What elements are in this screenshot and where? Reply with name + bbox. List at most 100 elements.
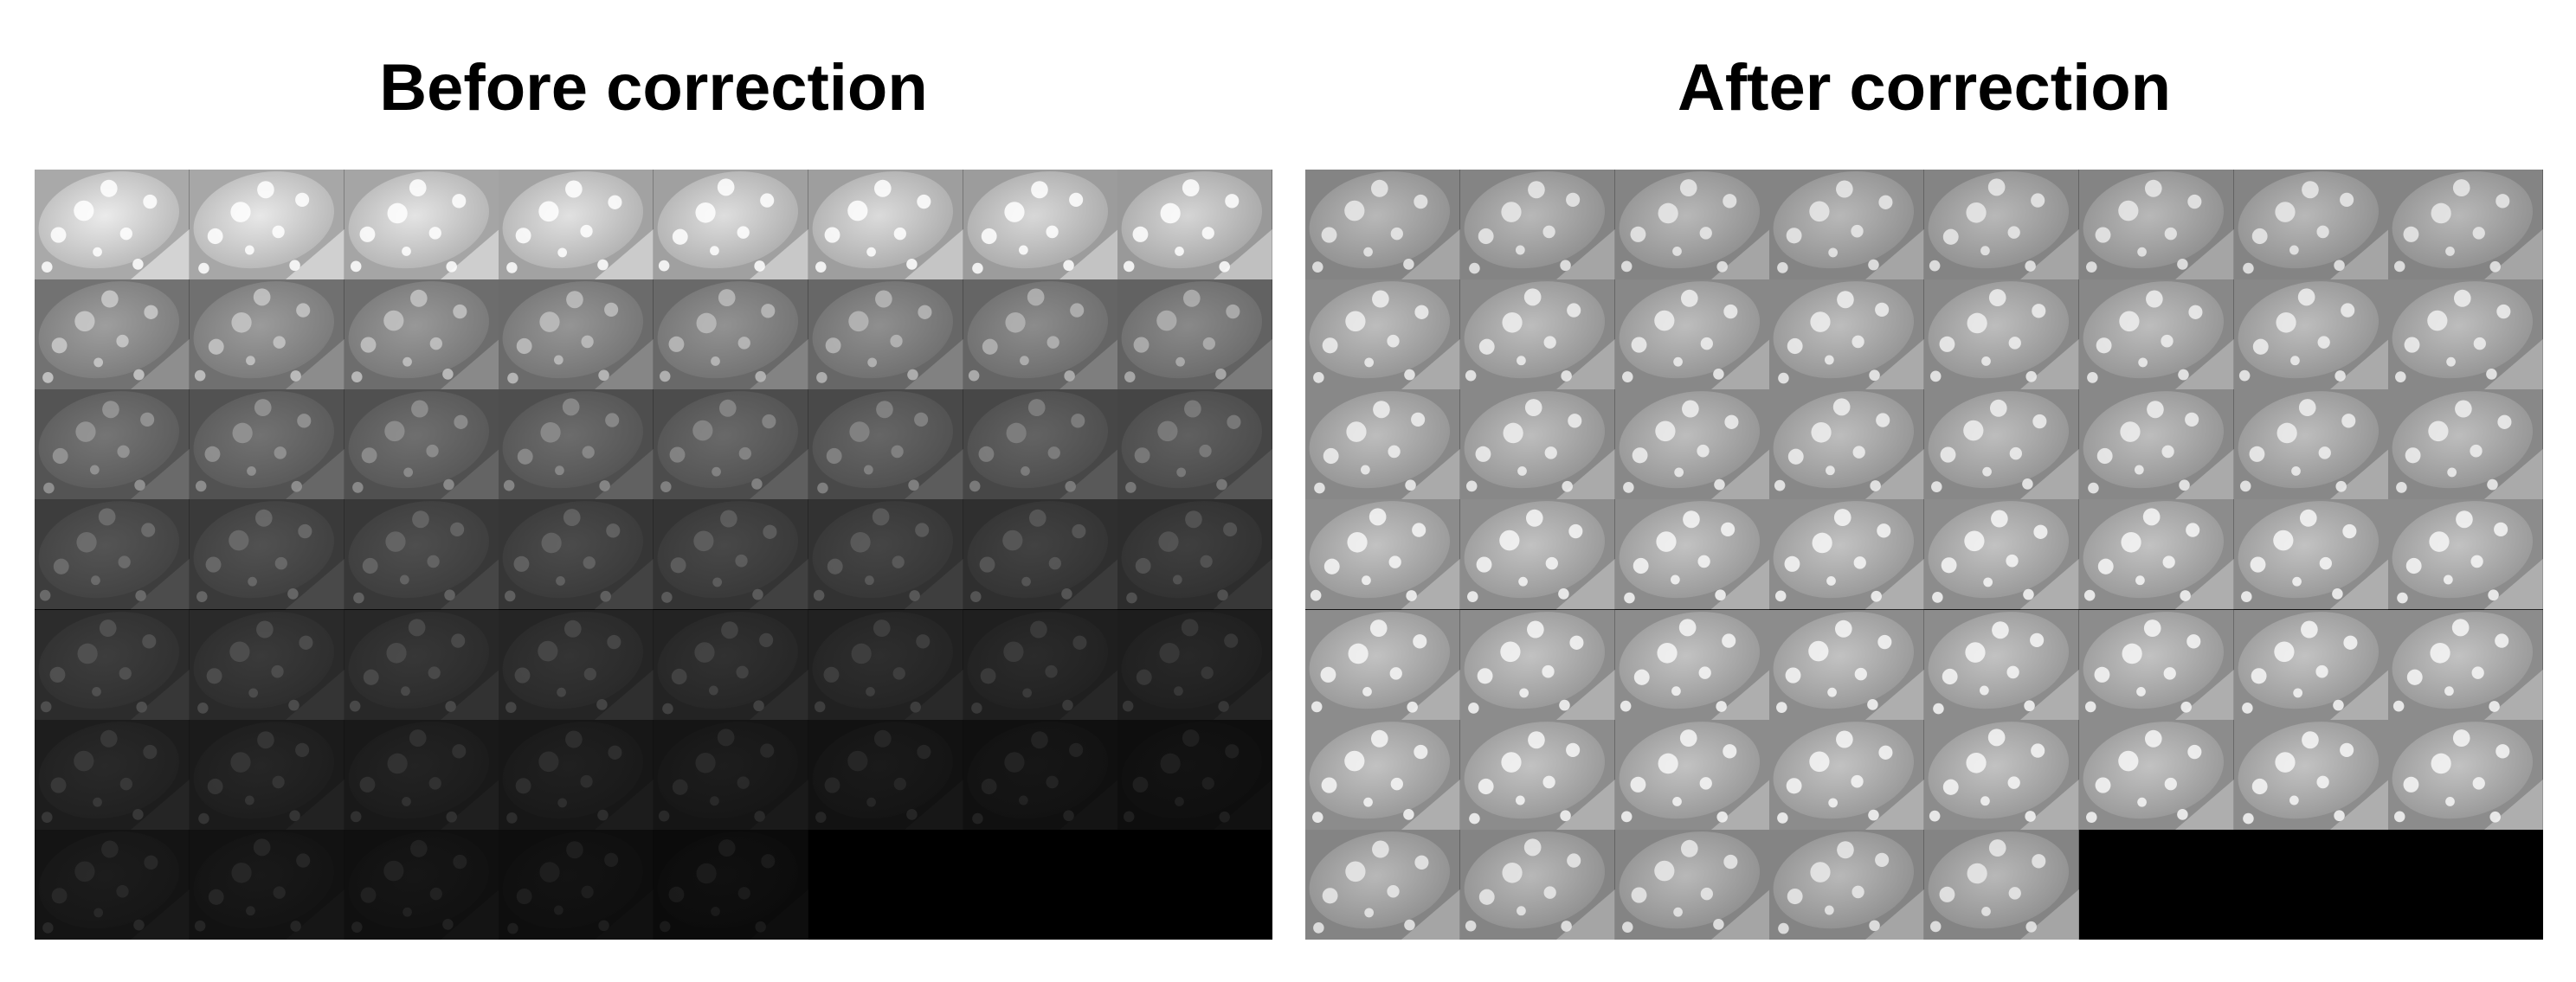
- cell-image-tile: [1924, 609, 2079, 720]
- cell-image-tile: [499, 609, 654, 720]
- cell-image-tile: [1459, 719, 1615, 830]
- empty-tile: [808, 829, 963, 940]
- cell-image-tile: [1769, 499, 1924, 610]
- cell-image-tile: [189, 389, 345, 500]
- cell-image-tile: [1924, 499, 2079, 610]
- cell-image-tile: [1305, 389, 1460, 500]
- cell-image-tile: [344, 279, 499, 390]
- cell-image-tile: [654, 719, 808, 830]
- empty-tile: [2388, 829, 2543, 940]
- cell-image-tile: [2233, 499, 2389, 610]
- cell-image-tile: [189, 829, 345, 940]
- before-correction-montage: [35, 170, 1272, 940]
- cell-image-tile: [1614, 609, 1770, 720]
- cell-image-tile: [1769, 609, 1924, 720]
- cell-image-tile: [189, 719, 345, 830]
- cell-image-tile: [1614, 719, 1770, 830]
- cell-image-tile: [499, 170, 654, 280]
- cell-image-tile: [1924, 389, 2079, 500]
- cell-image-tile: [1305, 609, 1460, 720]
- before-correction-title: Before correction: [379, 51, 928, 125]
- cell-image-tile: [2078, 170, 2234, 280]
- cell-image-tile: [2388, 609, 2543, 720]
- cell-image-tile: [35, 279, 190, 390]
- cell-image-tile: [2078, 499, 2234, 610]
- cell-image-tile: [1769, 829, 1924, 940]
- cell-image-tile: [1614, 279, 1770, 390]
- cell-image-tile: [2078, 609, 2234, 720]
- cell-image-tile: [35, 829, 190, 940]
- cell-image-tile: [1459, 170, 1615, 280]
- cell-image-tile: [654, 499, 808, 610]
- cell-image-tile: [963, 499, 1118, 610]
- cell-image-tile: [2233, 170, 2389, 280]
- cell-image-tile: [344, 499, 499, 610]
- cell-image-tile: [1305, 719, 1460, 830]
- cell-image-tile: [1459, 389, 1615, 500]
- cell-image-tile: [2233, 279, 2389, 390]
- empty-tile: [2078, 829, 2234, 940]
- cell-image-tile: [2233, 609, 2389, 720]
- cell-image-tile: [1769, 170, 1924, 280]
- cell-image-tile: [35, 389, 190, 500]
- after-correction-montage: [1305, 170, 2543, 940]
- cell-image-tile: [2388, 170, 2543, 280]
- cell-image-tile: [499, 499, 654, 610]
- cell-image-tile: [654, 389, 808, 500]
- cell-image-tile: [189, 170, 345, 280]
- empty-tile: [963, 829, 1118, 940]
- cell-image-tile: [1459, 609, 1615, 720]
- empty-tile: [1117, 829, 1272, 940]
- cell-image-tile: [1769, 719, 1924, 830]
- cell-image-tile: [499, 389, 654, 500]
- cell-image-tile: [35, 609, 190, 720]
- cell-image-tile: [2388, 389, 2543, 500]
- cell-image-tile: [2233, 389, 2389, 500]
- cell-image-tile: [654, 279, 808, 390]
- cell-image-tile: [1305, 499, 1460, 610]
- cell-image-tile: [808, 609, 963, 720]
- cell-image-tile: [1614, 499, 1770, 610]
- cell-image-tile: [1924, 279, 2079, 390]
- cell-image-tile: [1614, 389, 1770, 500]
- cell-image-tile: [654, 829, 808, 940]
- cell-image-tile: [1459, 829, 1615, 940]
- cell-image-tile: [963, 609, 1118, 720]
- cell-image-tile: [1614, 170, 1770, 280]
- cell-image-tile: [1117, 719, 1272, 830]
- cell-image-tile: [2388, 499, 2543, 610]
- cell-image-tile: [1459, 499, 1615, 610]
- cell-image-tile: [808, 279, 963, 390]
- cell-image-tile: [1924, 719, 2079, 830]
- cell-image-tile: [499, 719, 654, 830]
- cell-image-tile: [963, 389, 1118, 500]
- cell-image-tile: [1117, 279, 1272, 390]
- cell-image-tile: [808, 389, 963, 500]
- cell-image-tile: [499, 829, 654, 940]
- cell-image-tile: [1924, 170, 2079, 280]
- cell-image-tile: [1305, 829, 1460, 940]
- cell-image-tile: [1305, 279, 1460, 390]
- cell-image-tile: [344, 389, 499, 500]
- cell-image-tile: [808, 170, 963, 280]
- cell-image-tile: [35, 499, 190, 610]
- cell-image-tile: [654, 609, 808, 720]
- cell-image-tile: [1614, 829, 1770, 940]
- cell-image-tile: [189, 279, 345, 390]
- cell-image-tile: [1924, 829, 2079, 940]
- after-correction-title: After correction: [1677, 51, 2172, 125]
- cell-image-tile: [344, 719, 499, 830]
- cell-image-tile: [2388, 719, 2543, 830]
- cell-image-tile: [1459, 279, 1615, 390]
- cell-image-tile: [344, 829, 499, 940]
- cell-image-tile: [1305, 170, 1460, 280]
- cell-image-tile: [808, 499, 963, 610]
- cell-image-tile: [1117, 609, 1272, 720]
- cell-image-tile: [2078, 389, 2234, 500]
- cell-image-tile: [2078, 719, 2234, 830]
- cell-image-tile: [654, 170, 808, 280]
- cell-image-tile: [189, 609, 345, 720]
- cell-image-tile: [1117, 170, 1272, 280]
- cell-image-tile: [1769, 389, 1924, 500]
- cell-image-tile: [35, 719, 190, 830]
